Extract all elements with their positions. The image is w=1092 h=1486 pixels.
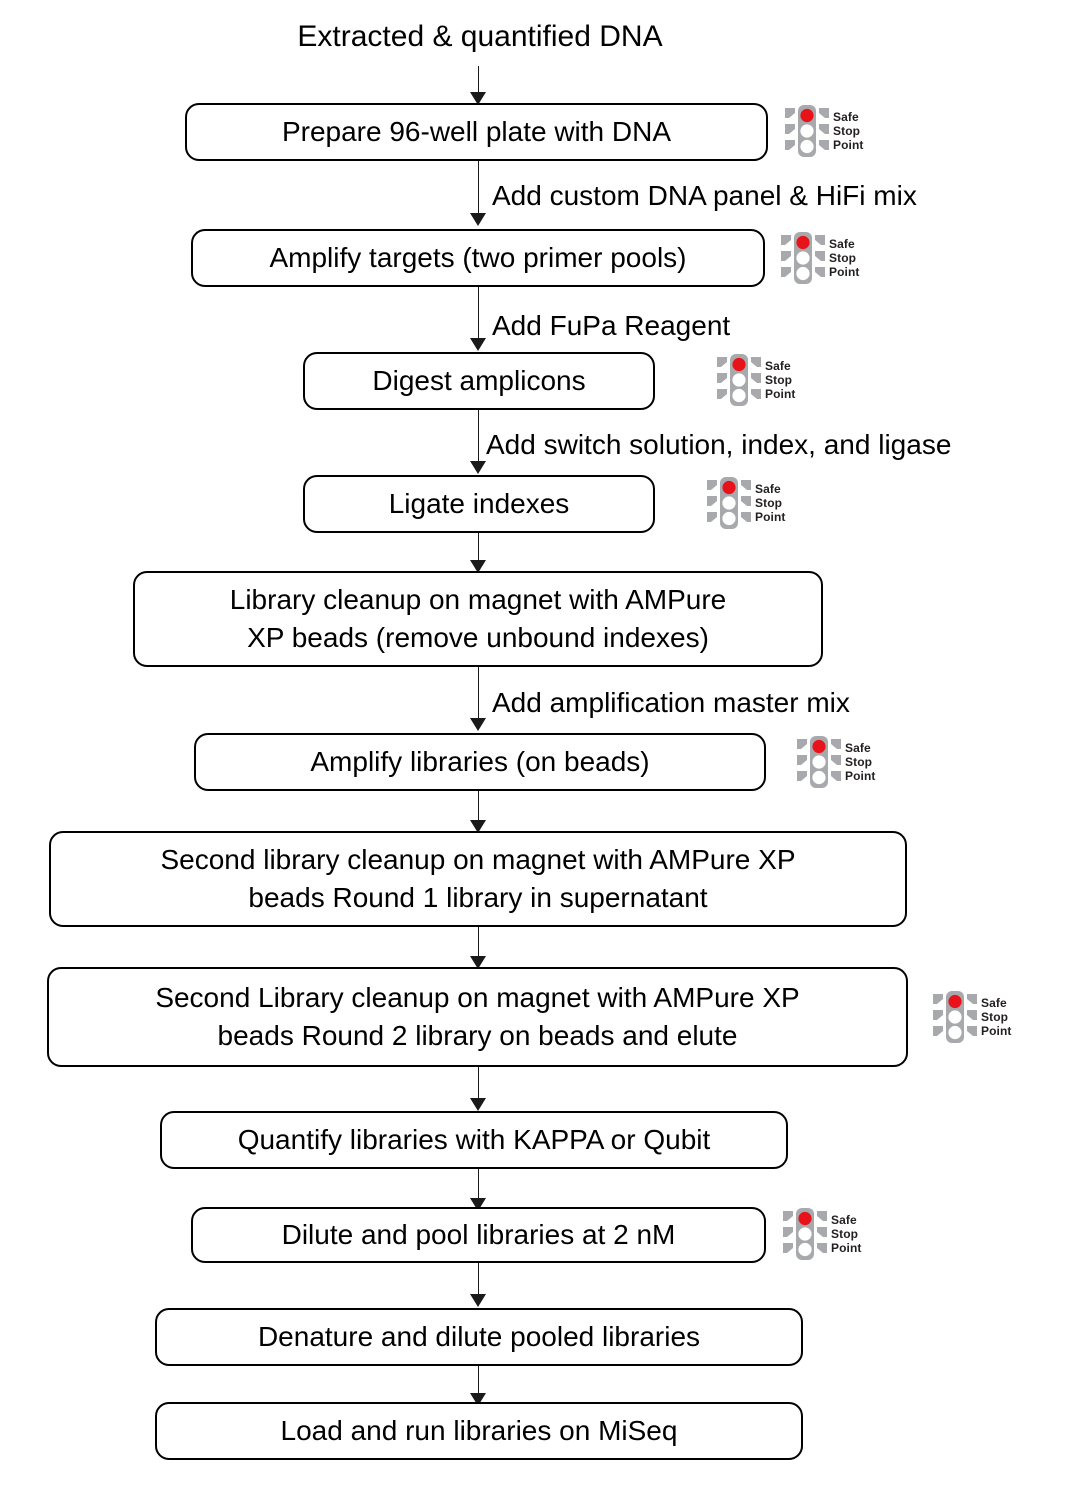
process-node-ligate-indexes[interactable]: Ligate indexes [303, 475, 655, 533]
safe-stop-line-1: Safe [981, 996, 1007, 1010]
node-label: Amplify targets (two primer pools) [269, 242, 687, 273]
arrowhead-n3-n4 [470, 461, 486, 474]
node-label: Dilute and pool libraries at 2 nM [281, 1219, 676, 1250]
node-label: Denature and dilute pooled libraries [257, 1321, 701, 1352]
node-label: Digest amplicons [372, 365, 586, 396]
safe-stop-line-1: Safe [755, 482, 781, 496]
arrowhead-n10-n11 [470, 1294, 486, 1307]
traffic-light-icon [717, 354, 761, 406]
node-label: Amplify libraries (on beads) [310, 746, 650, 777]
node-label-line-1: Library cleanup on magnet with AMPure [229, 584, 727, 615]
safe-stop-line-2: Stop [755, 496, 783, 510]
safe-stop-point-badge-n6: Safe Stop Point [796, 735, 876, 789]
arrowhead-n6-n7 [470, 820, 486, 833]
connector-n1-n2 [478, 161, 479, 223]
node-label-line-2: beads Round 1 library in supernatant [248, 882, 708, 913]
arrowhead-title-n1 [470, 92, 486, 105]
safe-stop-point-badge-n8: Safe Stop Point [932, 990, 1012, 1044]
traffic-light-icon [797, 736, 841, 788]
node-label: Ligate indexes [388, 488, 570, 519]
connector-n7-n8 [478, 927, 479, 965]
safe-stop-line-1: Safe [833, 110, 859, 124]
connector-n8-n9 [478, 1067, 479, 1107]
safe-stop-line-3: Point [831, 1241, 862, 1255]
node-label: Prepare 96-well plate with DNA [281, 116, 672, 147]
safe-stop-line-3: Point [845, 769, 876, 783]
arrowhead-n2-n3 [470, 338, 486, 351]
safe-stop-line-3: Point [829, 265, 860, 279]
node-label-line-1: Second Library cleanup on magnet with AM… [155, 982, 800, 1013]
process-node-amplify-libraries[interactable]: Amplify libraries (on beads) [194, 733, 766, 791]
node-label: Load and run libraries on MiSeq [280, 1415, 678, 1446]
process-node-amplify-targets[interactable]: Amplify targets (two primer pools) [191, 229, 765, 287]
connector-n11-n12 [478, 1366, 479, 1402]
safe-stop-line-1: Safe [831, 1213, 857, 1227]
arrowhead-n7-n8 [470, 956, 486, 969]
connector-n2-n3 [478, 287, 479, 349]
connector-n10-n11 [478, 1263, 479, 1303]
edge-label-n3-n4: Add switch solution, index, and ligase [486, 429, 952, 460]
edge-label-n1-n2: Add custom DNA panel & HiFi mix [492, 180, 917, 211]
process-node-library-cleanup[interactable]: Library cleanup on magnet with AMPure XP… [133, 571, 823, 667]
safe-stop-point-badge-n2: Safe Stop Point [780, 231, 860, 285]
traffic-light-icon [785, 105, 829, 157]
node-label-line-1: Second library cleanup on magnet with AM… [160, 844, 796, 875]
safe-stop-point-badge-n3: Safe Stop Point [716, 353, 796, 407]
safe-stop-line-1: Safe [845, 741, 871, 755]
process-node-quantify-libraries[interactable]: Quantify libraries with KAPPA or Qubit [160, 1111, 788, 1169]
page-title: Extracted & quantified DNA [297, 20, 663, 53]
safe-stop-line-2: Stop [833, 124, 861, 138]
safe-stop-point-badge-n1: Safe Stop Point [784, 104, 864, 158]
arrowhead-n8-n9 [470, 1098, 486, 1111]
node-label: Quantify libraries with KAPPA or Qubit [237, 1124, 711, 1155]
process-node-denature-dilute[interactable]: Denature and dilute pooled libraries [155, 1308, 803, 1366]
process-node-load-run-miseq[interactable]: Load and run libraries on MiSeq [155, 1402, 803, 1460]
safe-stop-line-2: Stop [845, 755, 873, 769]
safe-stop-line-2: Stop [981, 1010, 1009, 1024]
arrowhead-n5-n6 [470, 718, 486, 731]
safe-stop-line-3: Point [765, 387, 796, 401]
node-label-line-2: XP beads (remove unbound indexes) [247, 622, 709, 653]
connector-n6-n7 [478, 791, 479, 829]
traffic-light-icon [707, 477, 751, 529]
edge-label-n2-n3: Add FuPa Reagent [492, 310, 731, 341]
traffic-light-icon [783, 1208, 827, 1260]
process-node-dilute-pool-libraries[interactable]: Dilute and pool libraries at 2 nM [191, 1207, 766, 1263]
connector-n9-n10 [478, 1169, 479, 1207]
node-label-line-2: beads Round 2 library on beads and elute [217, 1020, 738, 1051]
traffic-light-icon [781, 232, 825, 284]
edge-label-n5-n6: Add amplification master mix [492, 687, 850, 718]
safe-stop-line-1: Safe [829, 237, 855, 251]
connector-title-n1 [478, 66, 479, 102]
safe-stop-point-badge-n10: Safe Stop Point [782, 1207, 862, 1261]
process-node-digest-amplicons[interactable]: Digest amplicons [303, 352, 655, 410]
connector-n3-n4 [478, 410, 479, 472]
process-node-prepare-plate[interactable]: Prepare 96-well plate with DNA [185, 103, 768, 161]
safe-stop-line-2: Stop [831, 1227, 859, 1241]
connector-n4-n5 [478, 533, 479, 570]
safe-stop-line-3: Point [981, 1024, 1012, 1038]
safe-stop-line-2: Stop [765, 373, 793, 387]
traffic-light-icon [933, 991, 977, 1043]
arrowhead-n4-n5 [470, 560, 486, 573]
safe-stop-line-1: Safe [765, 359, 791, 373]
arrowhead-n1-n2 [470, 213, 486, 226]
safe-stop-line-3: Point [833, 138, 864, 152]
safe-stop-line-2: Stop [829, 251, 857, 265]
process-node-second-cleanup-round2[interactable]: Second Library cleanup on magnet with AM… [47, 967, 908, 1067]
safe-stop-point-badge-n4: Safe Stop Point [706, 476, 786, 530]
process-node-second-cleanup-round1[interactable]: Second library cleanup on magnet with AM… [49, 831, 907, 927]
safe-stop-line-3: Point [755, 510, 786, 524]
connector-n5-n6 [478, 667, 479, 729]
